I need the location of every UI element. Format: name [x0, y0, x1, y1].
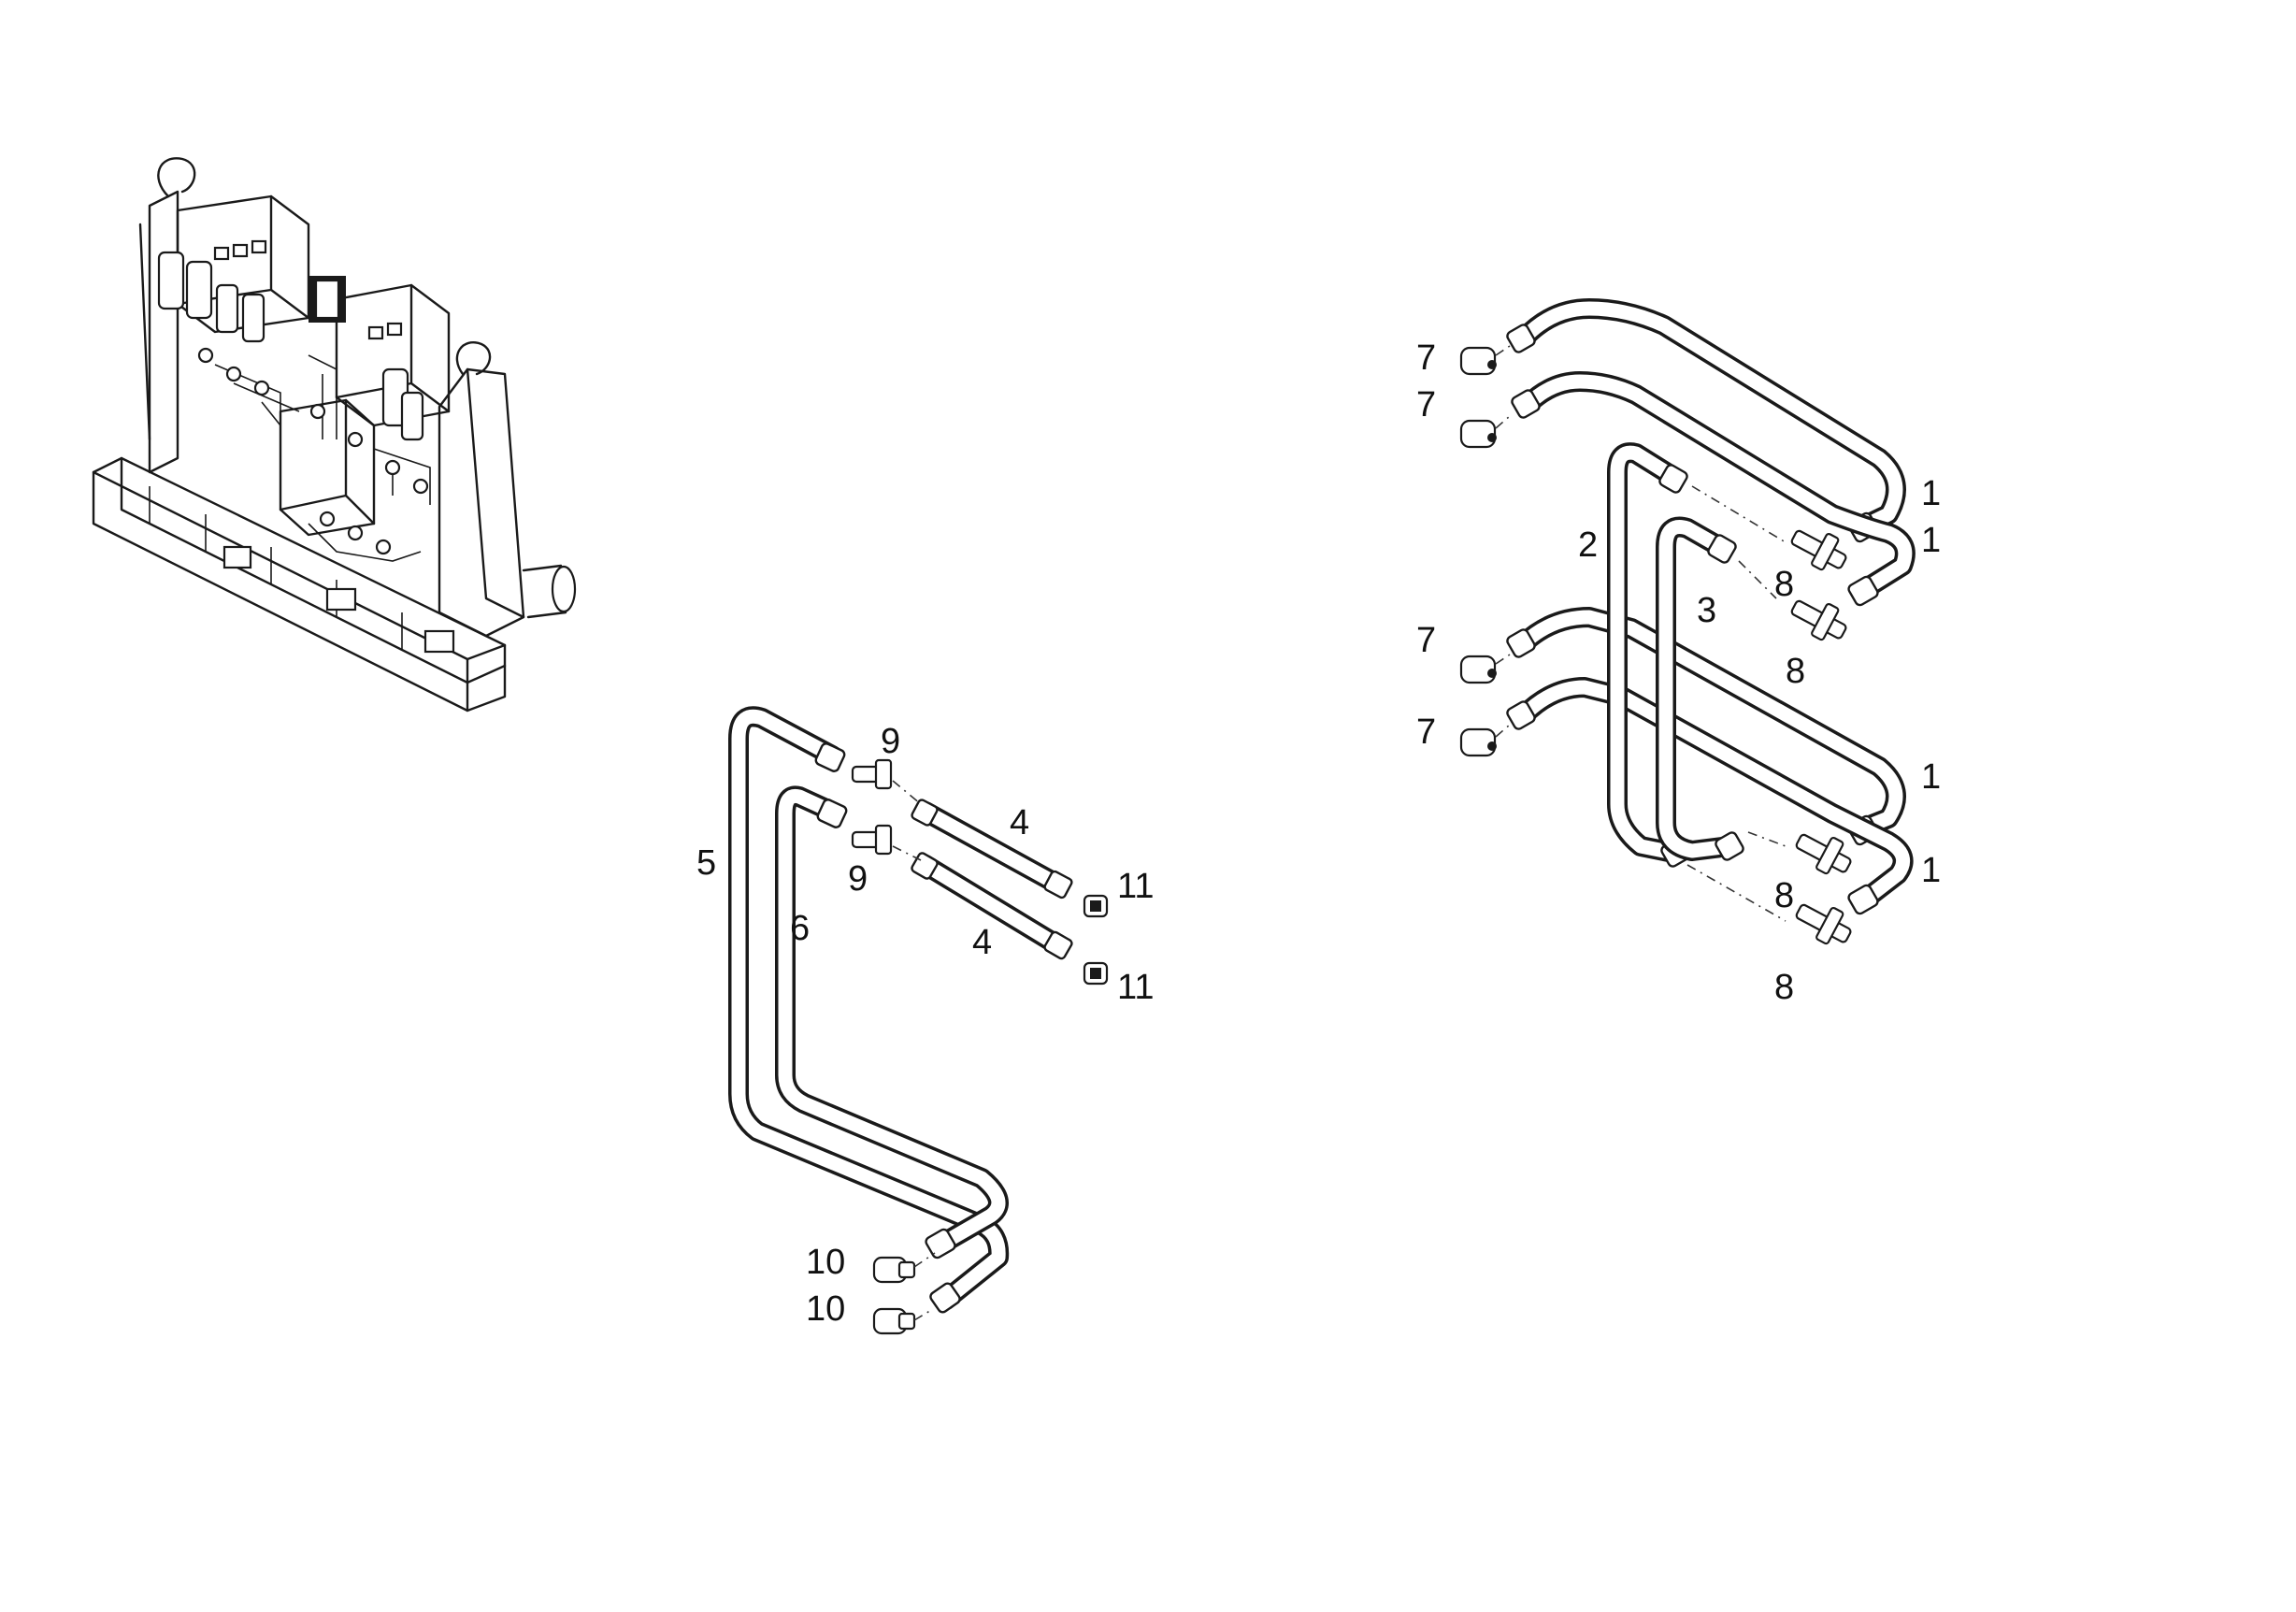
- callout-11: 11: [1117, 867, 1154, 906]
- callout-8: 8: [1786, 652, 1805, 691]
- plug-fitting-icon: [1083, 894, 1109, 986]
- callout-9: 9: [848, 859, 868, 899]
- callout-8: 8: [1774, 876, 1794, 915]
- callout-1: 1: [1921, 474, 1941, 513]
- callout-labels: 7 7 7 7 1 1 1 1 2 3 8 8 8 8 9 9 4 4 11 1…: [696, 338, 1941, 1329]
- callout-10: 10: [806, 1243, 845, 1282]
- pipe-5: [728, 706, 1010, 1314]
- callout-7: 7: [1416, 338, 1436, 378]
- callout-2: 2: [1578, 525, 1598, 565]
- elbow-fitting-icon: [872, 1252, 936, 1335]
- callout-8: 8: [1774, 565, 1794, 604]
- callout-1: 1: [1921, 757, 1941, 797]
- tee-fitting-icon: [851, 758, 922, 861]
- callout-9: 9: [881, 722, 900, 761]
- callout-7: 7: [1416, 385, 1436, 425]
- callout-1: 1: [1921, 521, 1941, 560]
- elbow-fitting-icon: [1459, 345, 1511, 757]
- callout-11: 11: [1117, 968, 1154, 1007]
- callout-5: 5: [696, 843, 716, 883]
- callout-4: 4: [972, 923, 992, 962]
- tee-fitting-icon: [1686, 485, 1852, 945]
- pipe-6: [775, 785, 1009, 1259]
- valve-block-assembly-icon: [92, 157, 577, 712]
- callout-6: 6: [790, 909, 810, 948]
- pipe-3: [1656, 516, 1744, 861]
- pipe-4-upper: [911, 799, 1073, 900]
- callout-7: 7: [1416, 712, 1436, 752]
- callout-4: 4: [1010, 803, 1029, 842]
- callout-8: 8: [1774, 968, 1794, 1007]
- callout-1: 1: [1921, 851, 1941, 890]
- pipe-1-bottom-b: [1506, 677, 1914, 915]
- callout-7: 7: [1416, 621, 1436, 660]
- callout-10: 10: [806, 1289, 845, 1329]
- callout-3: 3: [1697, 591, 1716, 630]
- pipe-1-top-b: [1511, 371, 1916, 607]
